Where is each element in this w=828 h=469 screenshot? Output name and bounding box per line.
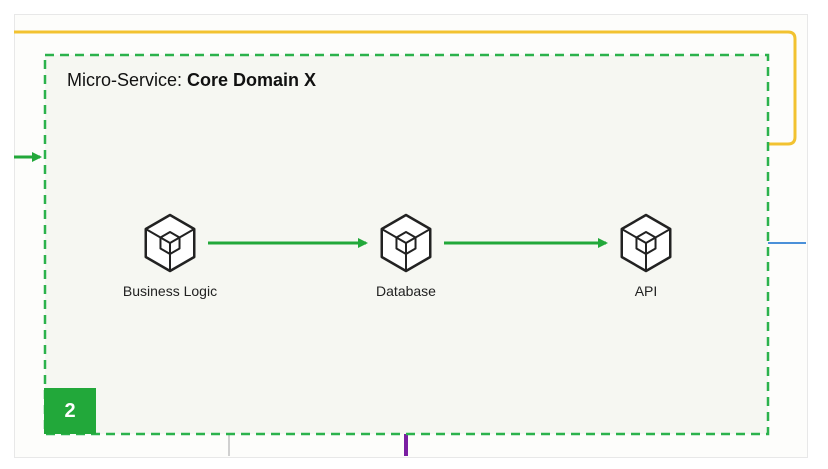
cube-icon-api xyxy=(620,213,672,273)
cube-icon-database xyxy=(380,213,432,273)
node-label-api: API xyxy=(634,283,658,299)
service-title-prefix: Micro-Service: xyxy=(67,70,188,90)
step-badge: 2 xyxy=(44,388,96,434)
yellow-connector xyxy=(14,30,797,146)
cube-icon-business-logic xyxy=(144,213,196,273)
node-label-database: Database xyxy=(376,283,436,299)
service-title: Micro-Service: Core Domain X xyxy=(67,70,316,91)
node-label-business-logic: Business Logic xyxy=(122,283,218,299)
service-title-name: Core Domain X xyxy=(187,70,317,90)
